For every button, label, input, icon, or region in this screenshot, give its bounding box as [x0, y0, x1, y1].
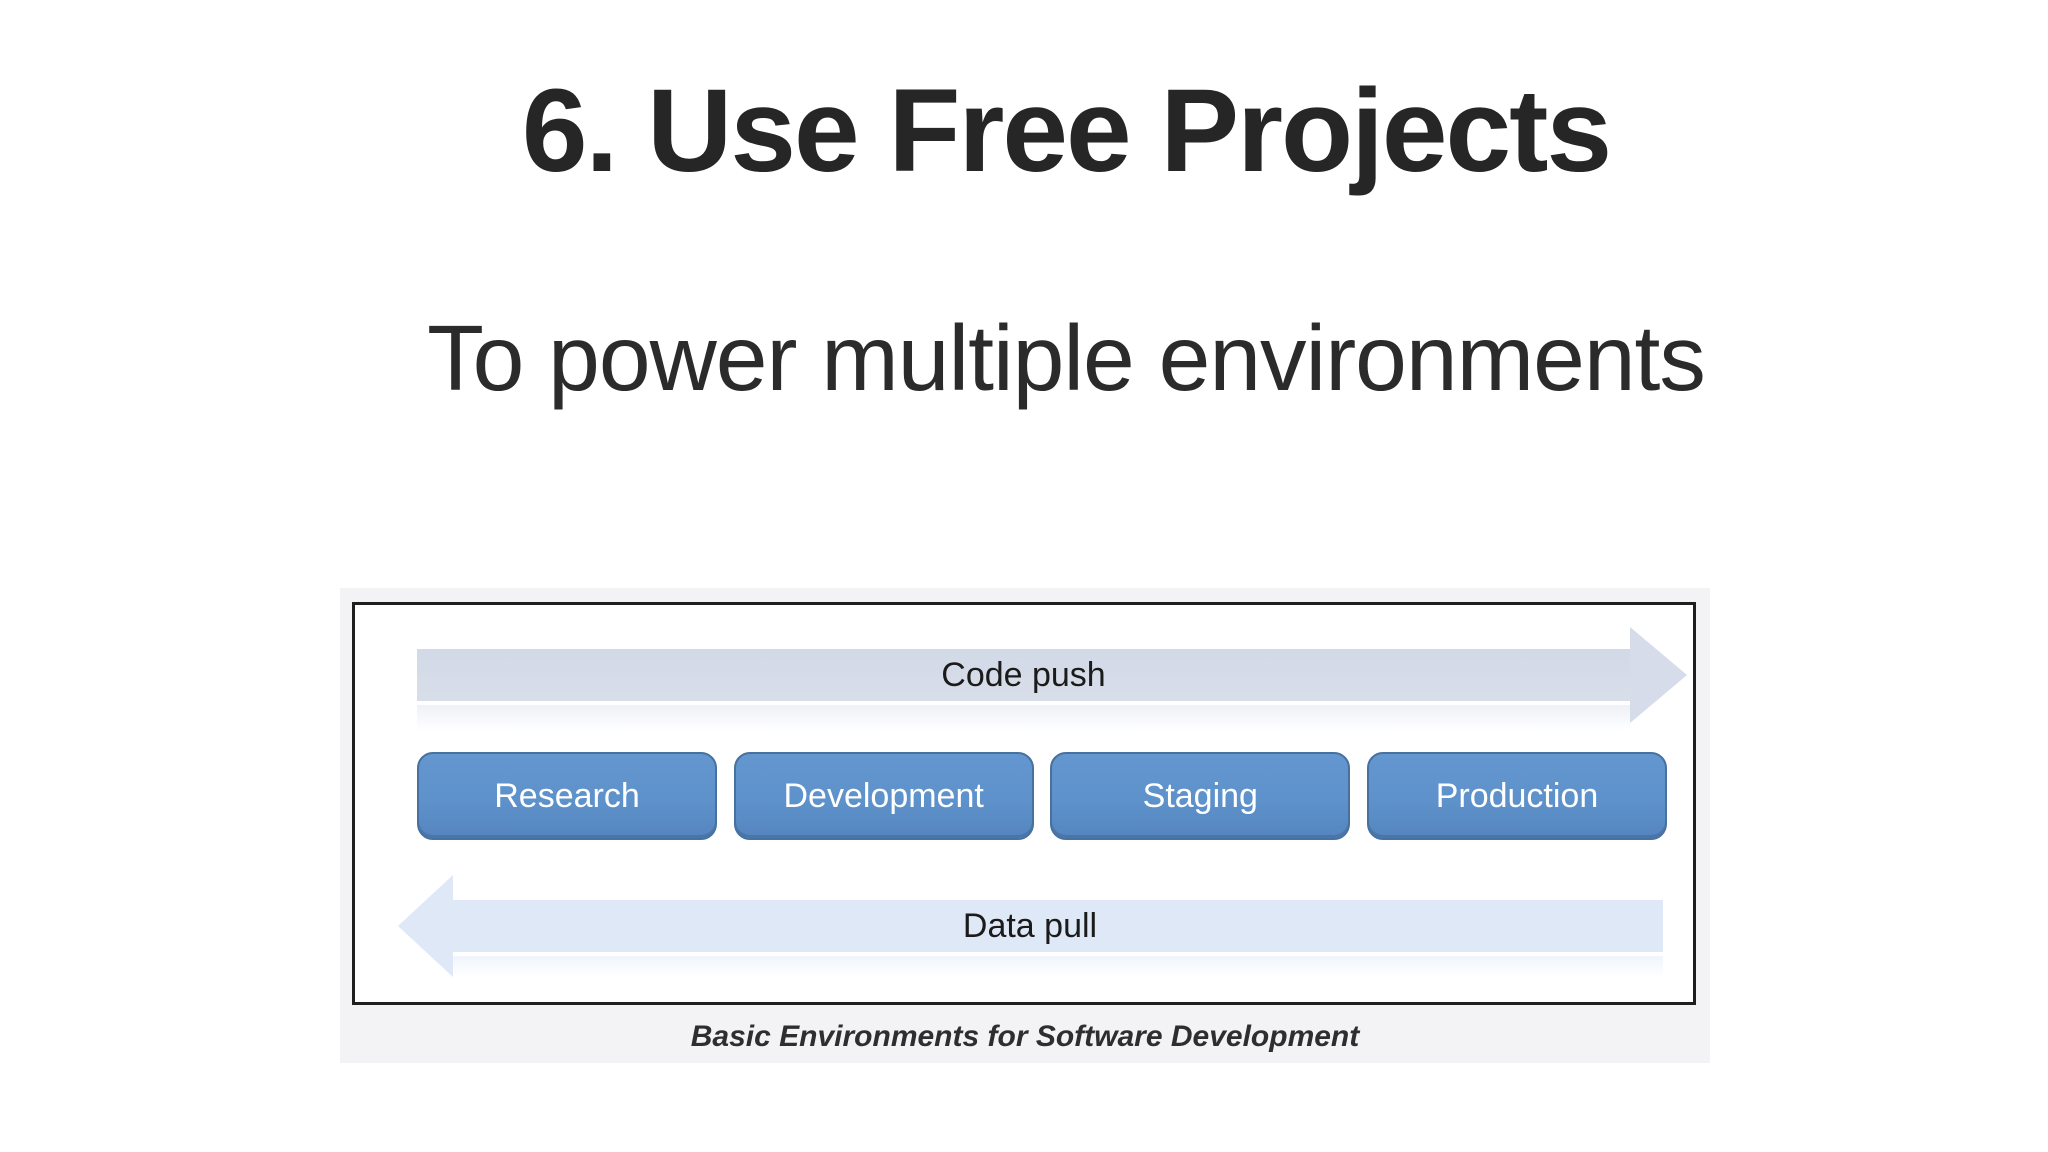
- figure-caption: Basic Environments for Software Developm…: [690, 1020, 1360, 1053]
- environment-box-development: Development: [733, 752, 1034, 840]
- environment-box-production: Production: [1366, 752, 1667, 840]
- code-push-arrow-reflection: [417, 705, 1630, 731]
- slide-subtitle: To power multiple environments: [427, 306, 1706, 410]
- environments-figure: Code push Research Development Staging P…: [340, 588, 1710, 1063]
- slide-title: 6. Use Free Projects: [521, 65, 1612, 197]
- data-pull-arrow-reflection: [453, 956, 1663, 978]
- environment-box-label: Research: [494, 776, 640, 815]
- environment-box-research: Research: [417, 752, 717, 840]
- right-arrowhead-icon: [1630, 627, 1687, 723]
- code-push-arrow-body: Code push: [417, 649, 1630, 701]
- environment-box-label: Production: [1435, 776, 1599, 815]
- data-pull-label: Data pull: [962, 906, 1098, 945]
- environment-box-label: Development: [783, 776, 984, 815]
- environment-box-staging: Staging: [1050, 752, 1351, 840]
- code-push-label: Code push: [941, 655, 1106, 694]
- data-pull-arrow-body: Data pull: [453, 900, 1663, 952]
- diagram-frame: Code push Research Development Staging P…: [352, 602, 1696, 1005]
- code-push-arrow: Code push: [417, 627, 1687, 731]
- environment-box-label: Staging: [1142, 776, 1258, 815]
- data-pull-arrow: Data pull: [398, 875, 1663, 978]
- left-arrowhead-icon: [398, 875, 453, 977]
- environment-boxes-row: Research Development Staging Production: [417, 752, 1667, 840]
